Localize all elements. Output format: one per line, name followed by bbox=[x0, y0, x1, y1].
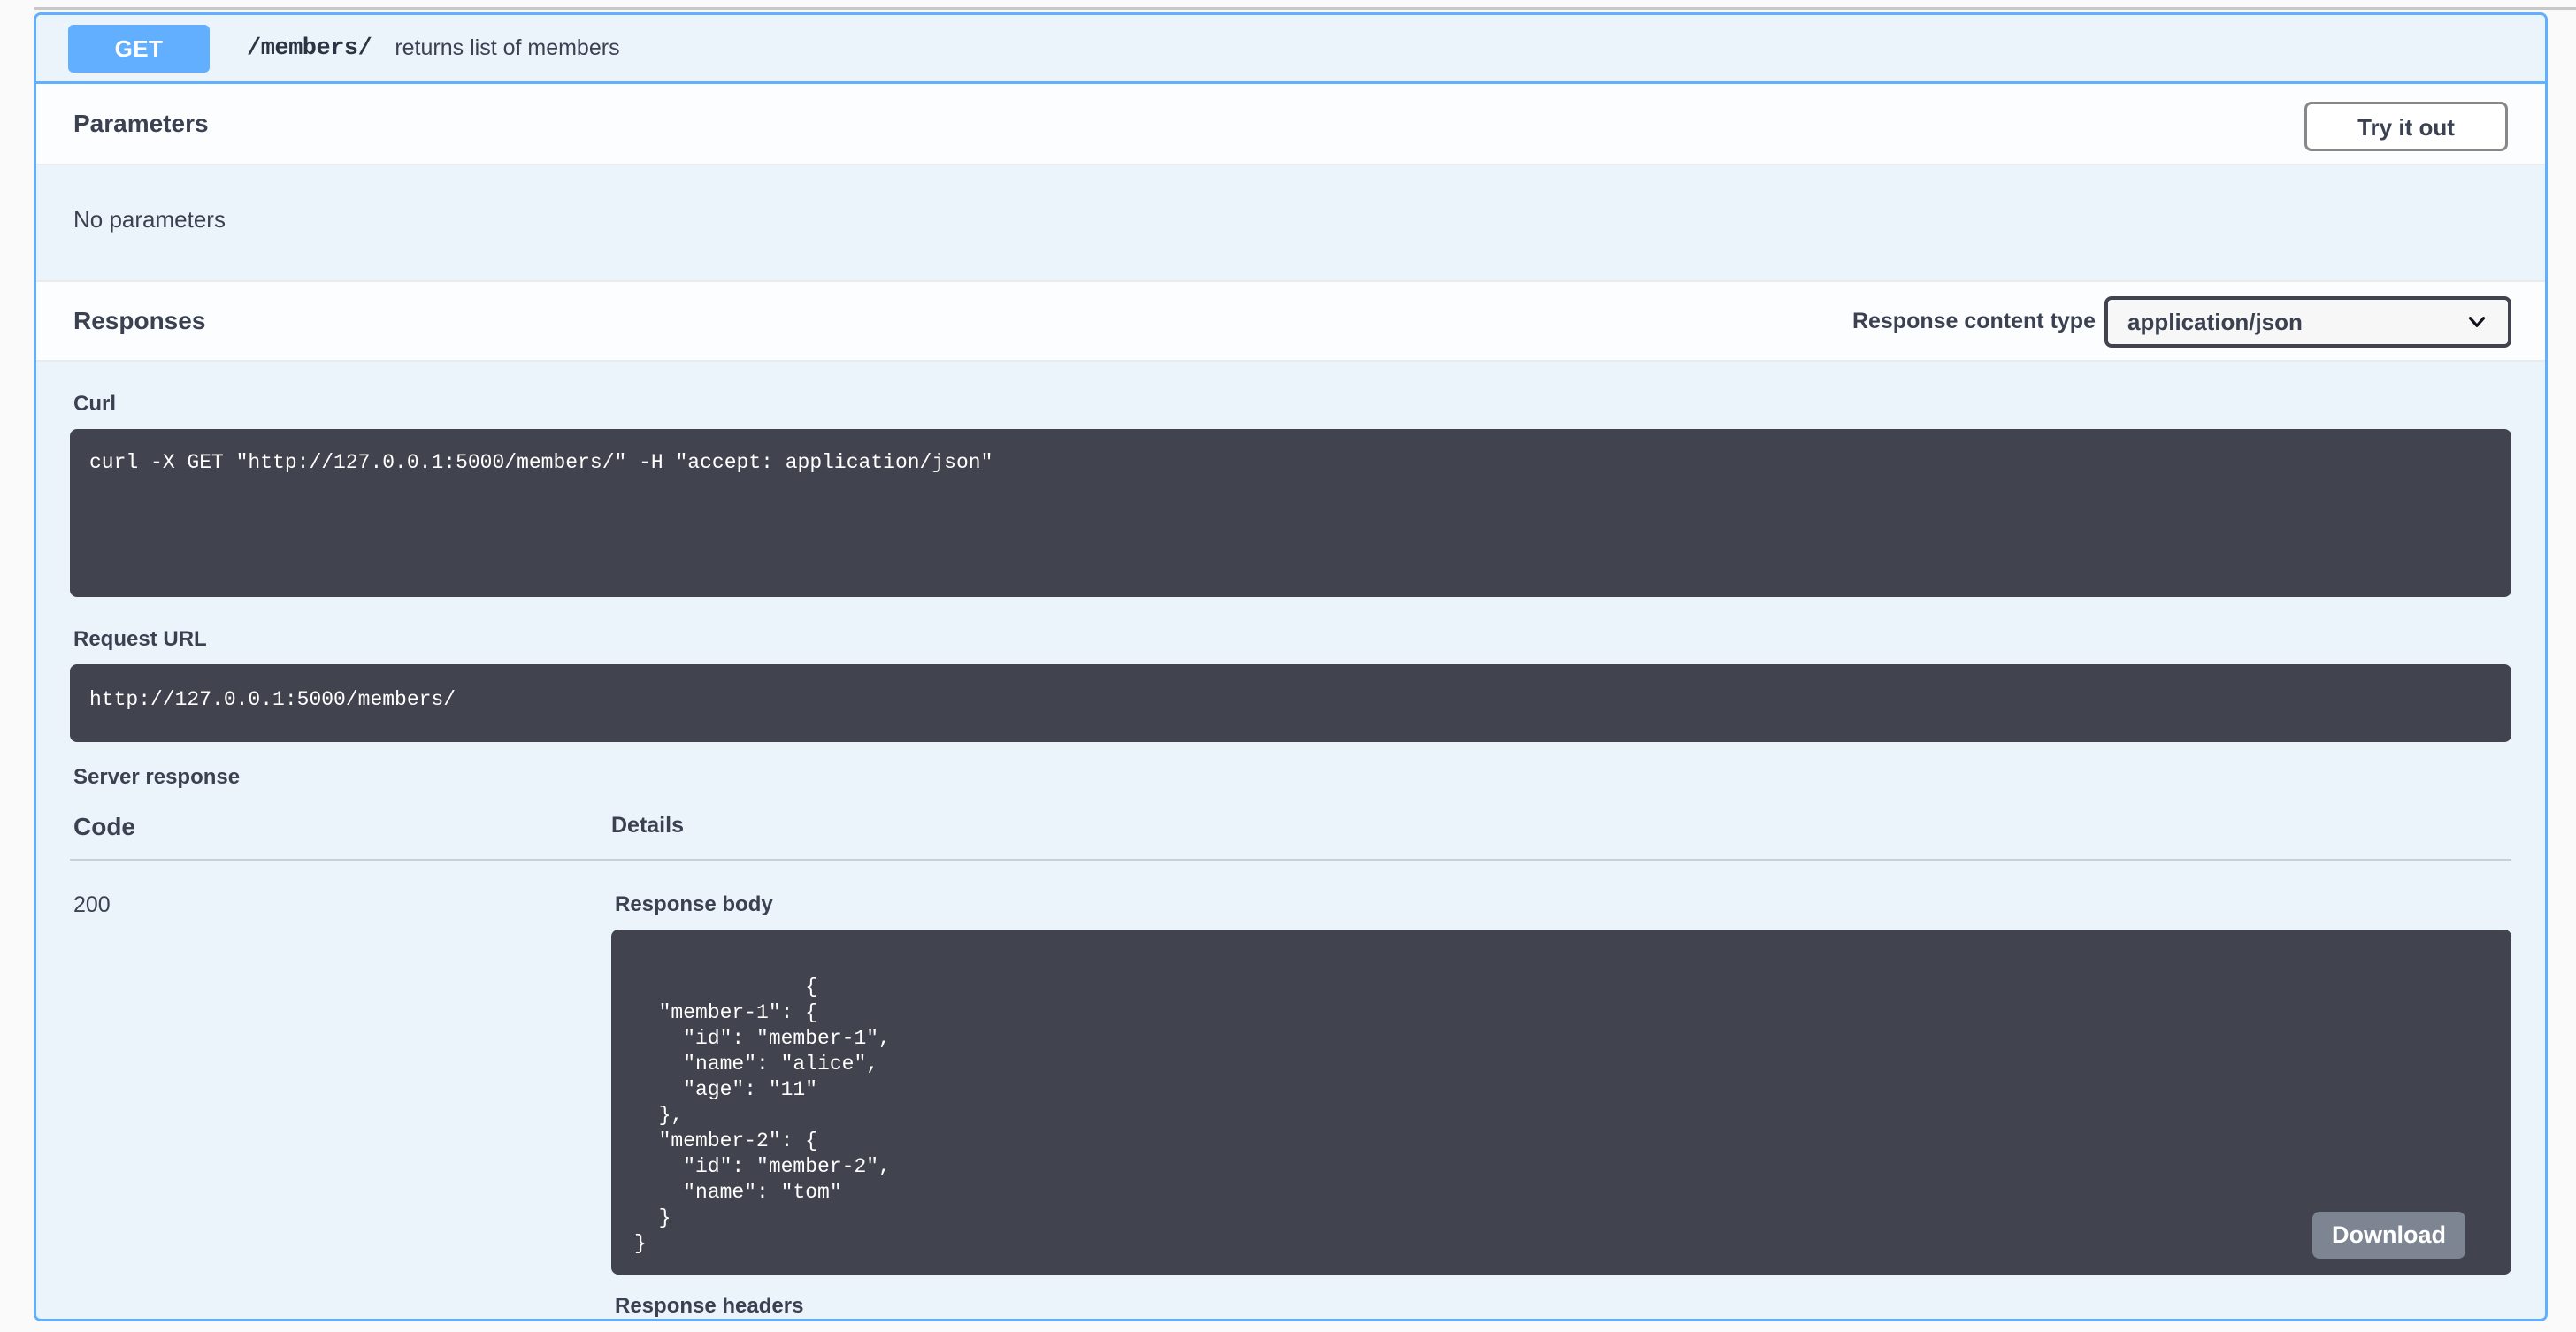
operation-summary-bar[interactable]: GET /members/ returns list of members bbox=[36, 15, 2545, 84]
live-response-area: Curl curl -X GET "http://127.0.0.1:5000/… bbox=[36, 362, 2545, 1319]
no-parameters-text: No parameters bbox=[73, 206, 226, 233]
operation-description: returns list of members bbox=[395, 35, 620, 60]
top-divider bbox=[34, 7, 2576, 10]
chevron-down-icon bbox=[2465, 310, 2488, 333]
curl-command-block[interactable]: curl -X GET "http://127.0.0.1:5000/membe… bbox=[70, 429, 2511, 597]
response-headers-label: Response headers bbox=[615, 1294, 804, 1318]
response-content-type-value: application/json bbox=[2128, 308, 2303, 335]
response-body-block[interactable]: { "member-1": { "id": "member-1", "name"… bbox=[611, 930, 2511, 1275]
parameters-header: Parameters Try it out bbox=[36, 84, 2545, 165]
server-response-label: Server response bbox=[73, 765, 241, 789]
responses-title: Responses bbox=[73, 307, 206, 334]
request-url-block[interactable]: http://127.0.0.1:5000/members/ bbox=[70, 664, 2511, 742]
request-url-label: Request URL bbox=[73, 627, 207, 651]
operation-block-get-members: GET /members/ returns list of members Pa… bbox=[34, 12, 2548, 1321]
response-content-type-select[interactable]: application/json bbox=[2104, 296, 2511, 348]
download-button[interactable]: Download bbox=[2312, 1212, 2465, 1259]
column-header-code: Code bbox=[73, 813, 135, 840]
response-content-type-label: Response content type bbox=[1852, 308, 2096, 333]
try-it-out-button[interactable]: Try it out bbox=[2304, 102, 2508, 151]
table-row: 200 Response body { "member-1": { "id": … bbox=[70, 861, 2511, 1319]
operation-path: /members/ bbox=[247, 34, 372, 62]
curl-label: Curl bbox=[73, 392, 116, 416]
response-details-cell: Response body { "member-1": { "id": "mem… bbox=[611, 892, 2511, 1319]
parameters-title: Parameters bbox=[73, 110, 209, 137]
table-header-row: Code Details bbox=[70, 813, 2511, 861]
parameters-body: No parameters bbox=[36, 165, 2545, 280]
responses-header: Responses Response content type applicat… bbox=[36, 280, 2545, 362]
response-body-json: { "member-1": { "id": "member-1", "name"… bbox=[634, 976, 891, 1255]
response-status-code: 200 bbox=[73, 892, 111, 917]
response-body-label: Response body bbox=[615, 892, 773, 916]
column-header-details: Details bbox=[611, 813, 684, 838]
server-response-table: Code Details 200 Response body { "member… bbox=[70, 813, 2511, 1319]
http-method-badge: GET bbox=[68, 24, 210, 73]
